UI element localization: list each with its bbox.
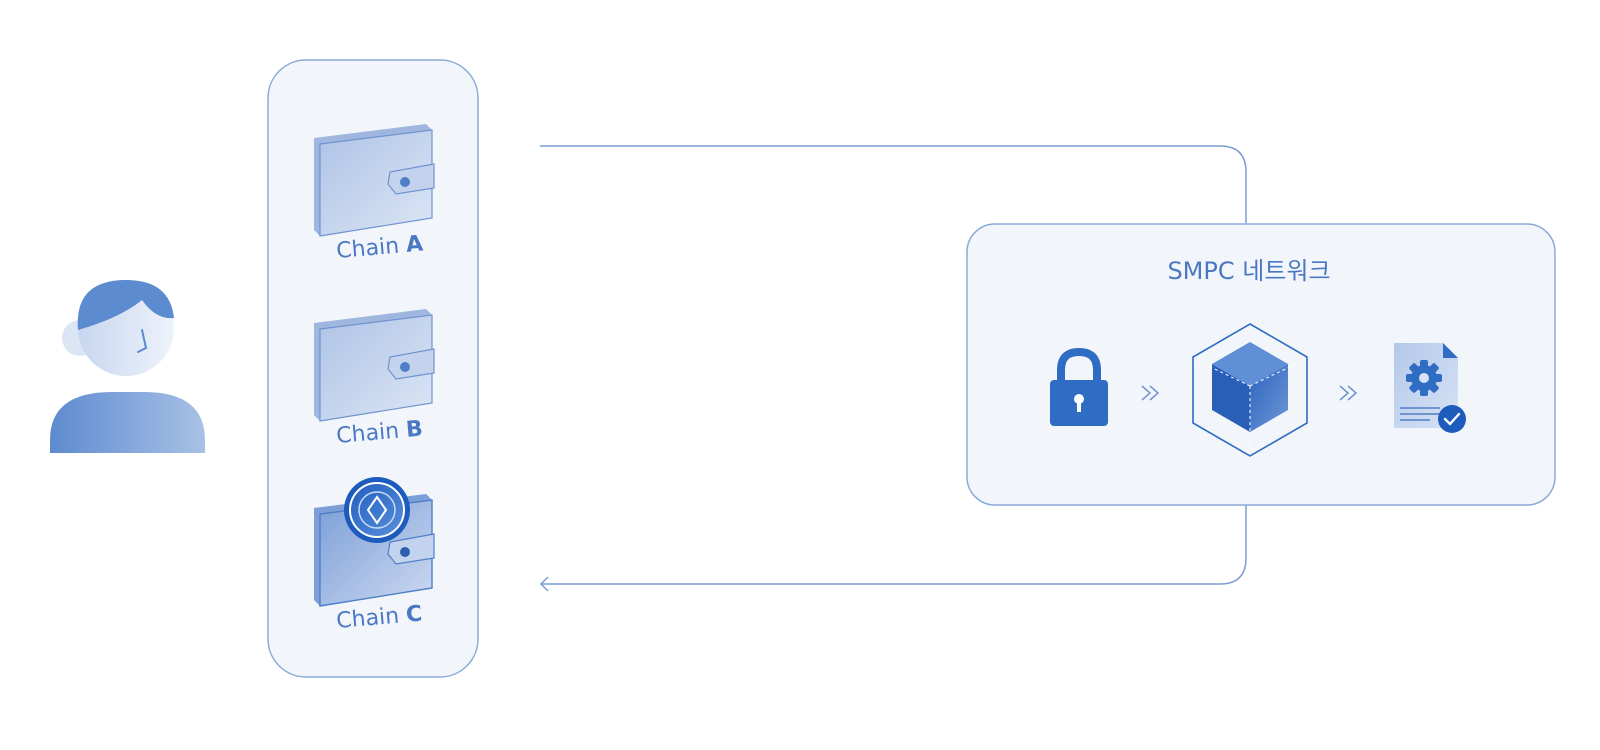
wallet-icon — [314, 309, 435, 422]
cube-icon — [1192, 323, 1308, 457]
wallet-label: Chain C — [335, 602, 423, 634]
lock-icon — [1050, 347, 1108, 426]
checkmark-icon — [1438, 405, 1466, 433]
double-chevron-right-icon — [1141, 385, 1160, 401]
return-arrow-head — [539, 576, 549, 592]
wallet-label: Chain A — [335, 232, 424, 264]
wallet-c: Chain C — [314, 477, 435, 634]
user-icon — [50, 280, 205, 453]
document-gear-icon — [1394, 343, 1458, 428]
wallet-label: Chain B — [335, 417, 423, 449]
wallet-a: Chain A — [314, 124, 435, 264]
connector-to-network — [540, 145, 1247, 223]
network-title: SMPC 네트워크 — [1167, 257, 1330, 285]
double-chevron-right-icon — [1339, 385, 1358, 401]
crypto-coin-icon — [344, 477, 410, 543]
connector-return — [541, 505, 1247, 585]
wallet-b: Chain B — [314, 309, 435, 449]
wallet-icon — [314, 124, 435, 237]
